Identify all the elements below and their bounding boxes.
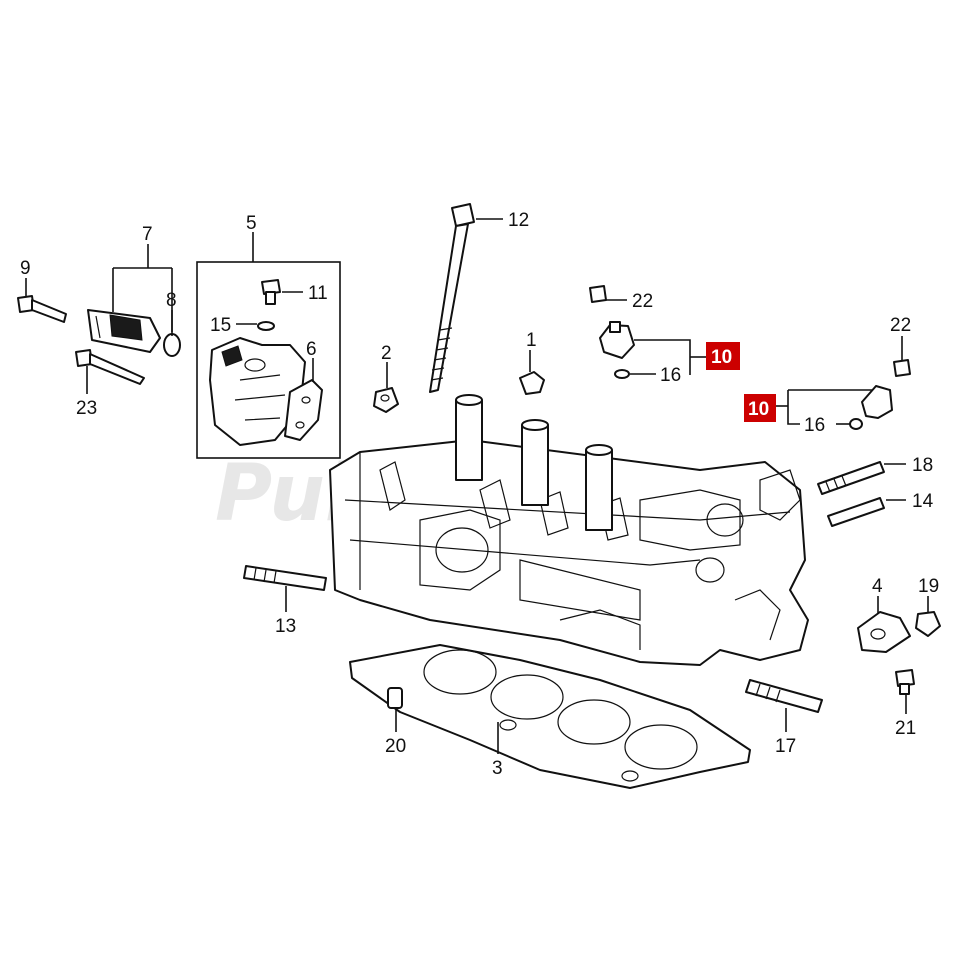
spark-plug-tube [521,419,549,506]
dowel-pin [387,687,403,709]
callout-9: 9 [20,258,31,279]
callout-21: 21 [895,718,916,739]
callout-11: 11 [308,283,328,304]
highlight-box [744,394,776,422]
callout-20: 20 [385,736,406,757]
nut [373,387,399,413]
highlight-callout-10-right[interactable]: 10 [744,394,776,422]
flange-bolt [75,349,145,385]
callout-labels: 12 2 1 5 11 15 6 7 8 9 23 22 16 22 16 18… [20,210,939,779]
callout-18: 18 [912,455,933,476]
stud [827,497,885,527]
stud [243,565,327,591]
o-ring [257,321,275,331]
callout-19: 19 [918,576,939,597]
callout-15: 15 [210,315,231,336]
callout-14: 14 [912,491,934,512]
callout-6: 6 [306,339,317,360]
highlight-callout-10-center[interactable]: 10 [706,342,740,370]
head-gasket [349,644,751,789]
callout-10-right: 10 [748,399,769,420]
callout-13: 13 [275,616,296,637]
leader-lines [25,218,929,754]
callout-1: 1 [526,330,537,351]
callout-5: 5 [246,213,257,234]
bolt [895,669,915,695]
nut [915,611,941,637]
highlight-box [706,342,740,370]
callout-2: 2 [381,343,392,364]
solenoid-valve [87,309,161,353]
callout-3: 3 [492,758,503,779]
gasket [284,379,323,441]
stud [817,461,885,495]
spark-plug-tube [455,394,483,481]
head-bolt [429,203,475,393]
bolt [261,279,281,305]
callout-4: 4 [872,576,883,597]
flange-bolt [17,295,67,323]
stud [745,679,823,713]
callout-16-right: 16 [804,415,825,436]
small-block [519,371,545,395]
cylinder-head [329,394,809,666]
callout-22-right: 22 [890,315,911,336]
callout-22-center: 22 [632,291,653,312]
callout-16-center: 16 [660,365,681,386]
o-ring [163,333,181,357]
callout-10-center: 10 [711,347,732,368]
callout-8: 8 [166,290,177,311]
vtc-group-box [196,261,341,459]
callout-12: 12 [508,210,529,231]
spark-plug-tube [585,444,613,531]
callout-17: 17 [775,736,796,757]
bracket [857,611,911,653]
sensor-right [849,359,911,430]
callout-7: 7 [142,224,153,245]
callout-23: 23 [76,398,97,419]
